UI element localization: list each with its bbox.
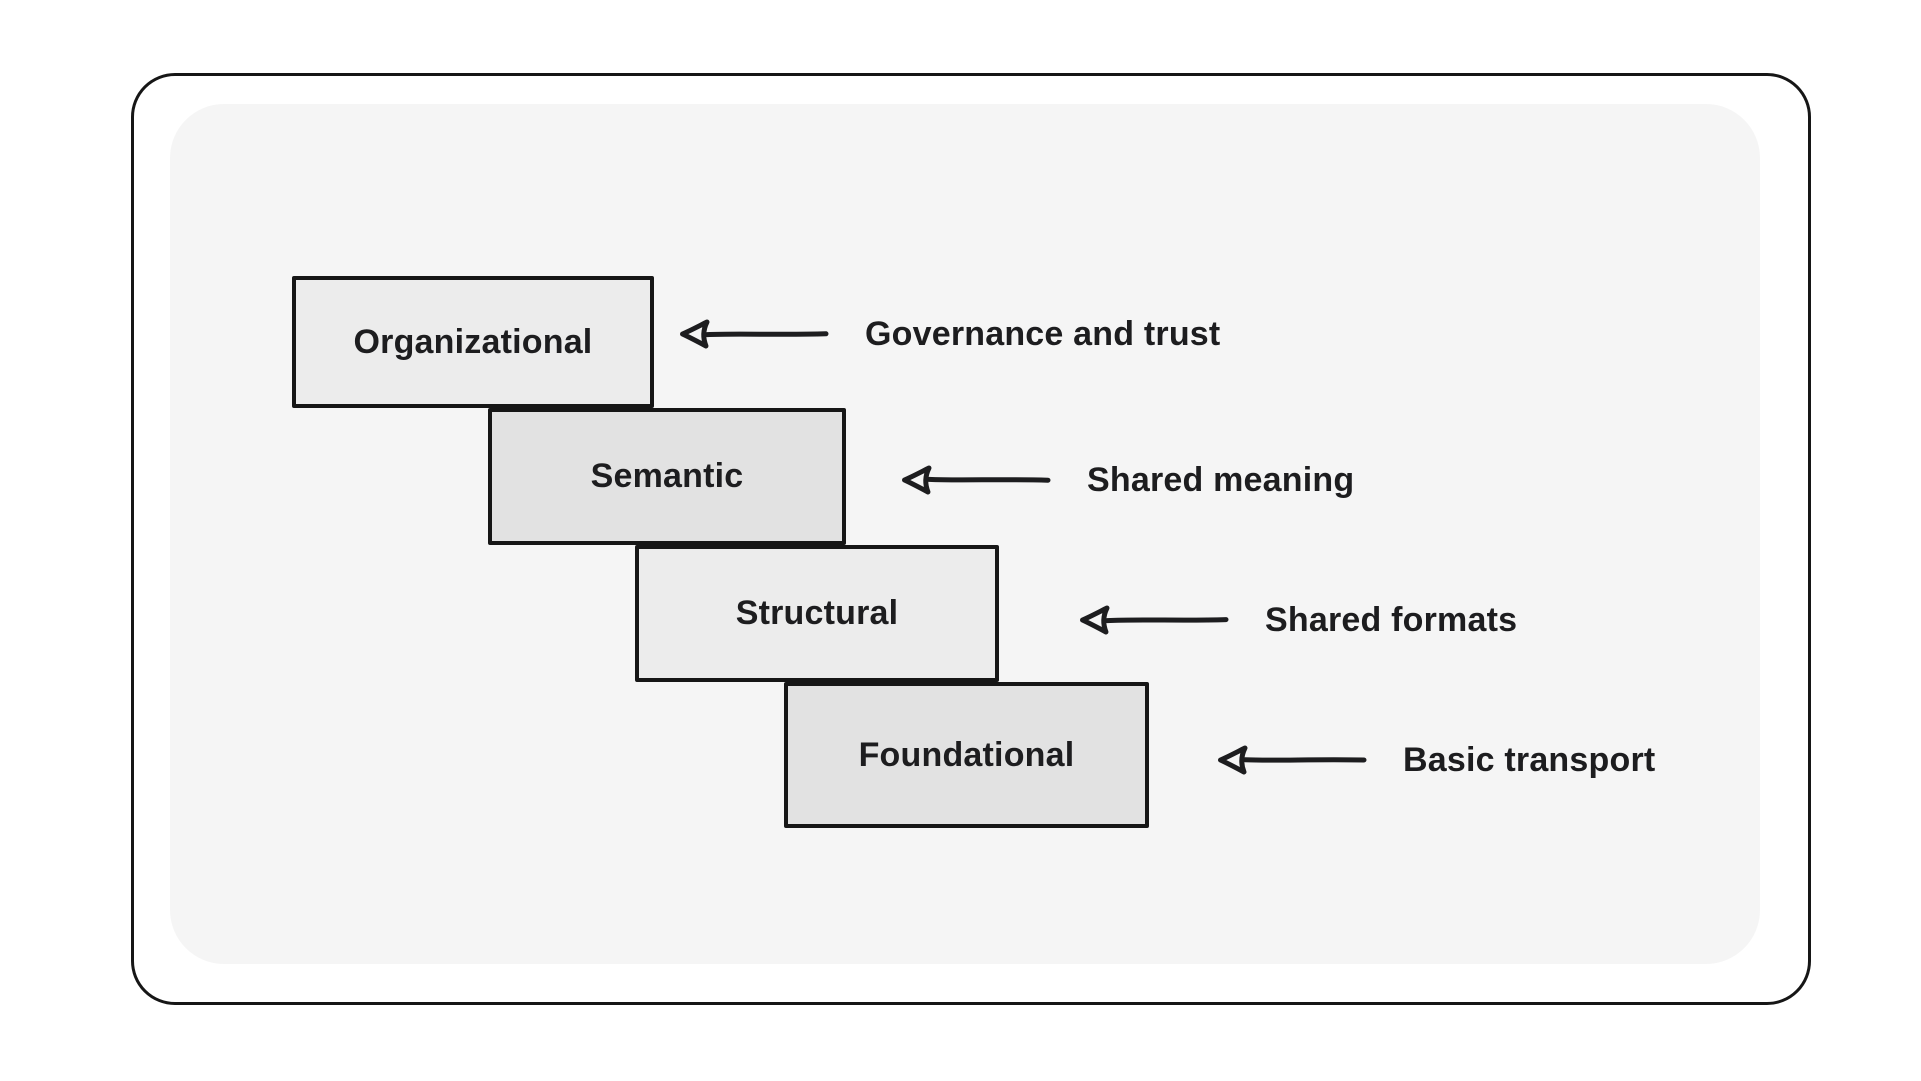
annotation-row-transport: Basic transport xyxy=(1215,740,1656,779)
layer-label: Organizational xyxy=(353,322,593,361)
arrow-left-icon xyxy=(1218,745,1367,775)
layer-label: Foundational xyxy=(858,735,1075,774)
arrow-left-icon xyxy=(1080,605,1229,635)
annotation-row-governance: Governance and trust xyxy=(677,314,1221,353)
annotation-label: Shared meaning xyxy=(1087,460,1355,499)
layer-box-semantic: Semantic xyxy=(488,408,846,545)
layer-box-organizational: Organizational xyxy=(292,276,654,408)
arrow-left-icon xyxy=(902,465,1051,495)
annotation-row-formats: Shared formats xyxy=(1077,600,1518,639)
layer-label: Structural xyxy=(735,594,899,632)
layer-label: Semantic xyxy=(590,457,744,495)
annotation-label: Governance and trust xyxy=(865,314,1221,353)
annotation-label: Basic transport xyxy=(1403,740,1656,779)
diagram-canvas xyxy=(170,104,1760,964)
arrow-left-icon xyxy=(680,319,829,349)
annotation-row-meaning: Shared meaning xyxy=(899,460,1355,499)
layer-box-structural: Structural xyxy=(635,545,999,682)
annotation-label: Shared formats xyxy=(1265,600,1518,639)
layer-box-foundational: Foundational xyxy=(784,682,1149,828)
